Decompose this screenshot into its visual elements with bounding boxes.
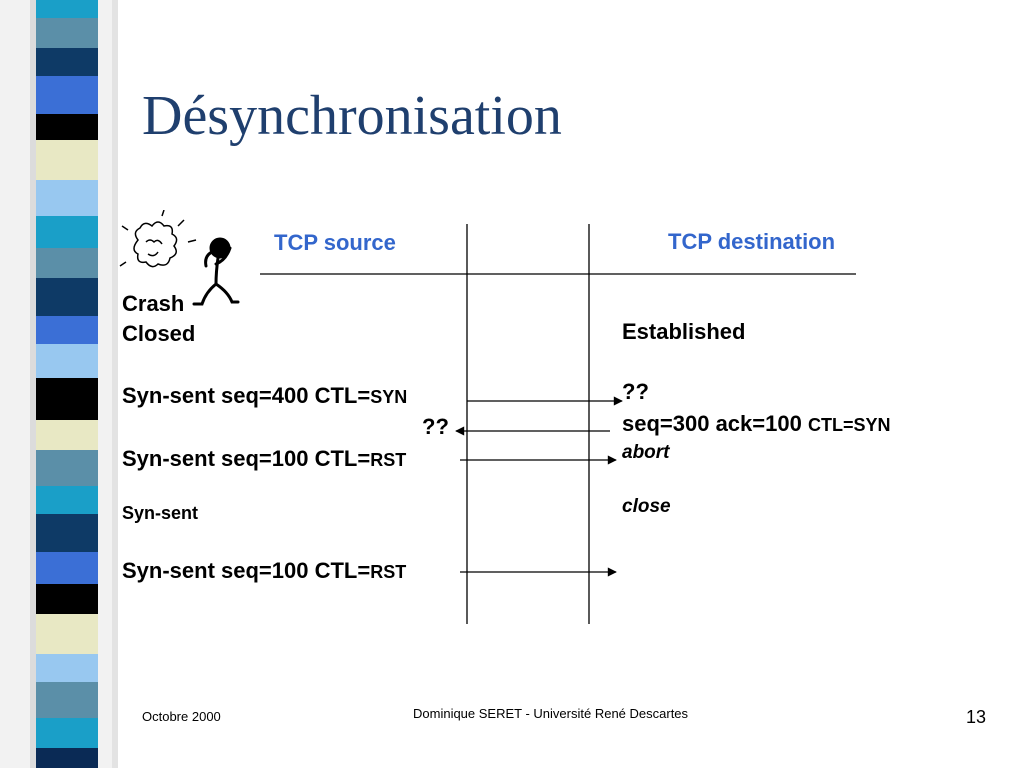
reply-flag: CTL=SYN	[807, 415, 891, 435]
stripe-block	[36, 748, 98, 768]
msg-2-flag: RST	[370, 450, 407, 470]
source-msg-2: Syn-sent seq=100 CTL=RST	[122, 446, 406, 472]
tcp-destination-label: TCP destination	[668, 229, 836, 254]
confused-person-icon	[192, 237, 240, 306]
stripe-block	[36, 316, 98, 344]
footer-date: Octobre 2000	[142, 709, 221, 724]
source-syn-sent-label: Syn-sent	[122, 503, 199, 523]
stripe-block	[36, 180, 98, 216]
decorative-stripe	[0, 0, 118, 768]
destination-abort-label: abort	[622, 442, 670, 463]
stripe-block	[36, 614, 98, 654]
msg-3-flag: RST	[370, 562, 407, 582]
stripe-block	[36, 654, 98, 682]
stripe-block	[36, 378, 98, 420]
stripe-block	[36, 584, 98, 614]
stripe-block	[36, 18, 98, 48]
stripe-block	[36, 216, 98, 248]
stripe-edge	[30, 0, 36, 768]
stripe-block	[36, 450, 98, 486]
source-crash-label: Crash	[122, 291, 185, 316]
stripe-block	[36, 486, 98, 514]
destination-reply: seq=300 ack=100 CTL=SYN	[622, 411, 890, 437]
stripe-block	[36, 718, 98, 748]
slide-title: Désynchronisation	[142, 85, 562, 147]
stripe-block	[36, 552, 98, 584]
stripe-block	[36, 76, 98, 114]
page-number: 13	[966, 707, 987, 727]
stripe-block	[36, 0, 98, 18]
footer-author: Dominique SERET - Université René Descar…	[413, 706, 689, 721]
tcp-source-label: TCP source	[274, 230, 396, 255]
stripe-block	[36, 48, 98, 76]
source-msg-1: Syn-sent seq=400 CTL=SYN	[122, 383, 407, 409]
msg-3-text: Syn-sent seq=100 CTL=	[122, 558, 371, 583]
destination-close-label: close	[622, 496, 671, 517]
stripe-block	[36, 278, 98, 316]
source-unknown-label: ??	[422, 414, 449, 439]
msg-1-flag: SYN	[370, 387, 408, 407]
destination-unknown-label: ??	[622, 379, 649, 404]
stripe-block	[36, 514, 98, 552]
stripe-block	[36, 682, 98, 718]
source-msg-3: Syn-sent seq=100 CTL=RST	[122, 558, 406, 584]
stripe-block	[36, 420, 98, 450]
stripe-block	[36, 114, 98, 140]
msg-2-text: Syn-sent seq=100 CTL=	[122, 446, 371, 471]
msg-1-text: Syn-sent seq=400 CTL=	[122, 383, 371, 408]
stripe-block	[36, 140, 98, 180]
source-closed-label: Closed	[122, 321, 196, 346]
reply-text: seq=300 ack=100	[622, 411, 808, 436]
destination-established-label: Established	[622, 319, 746, 344]
stripe-block	[36, 248, 98, 278]
crash-explosion-icon	[119, 210, 197, 268]
stripe-block	[36, 344, 98, 378]
